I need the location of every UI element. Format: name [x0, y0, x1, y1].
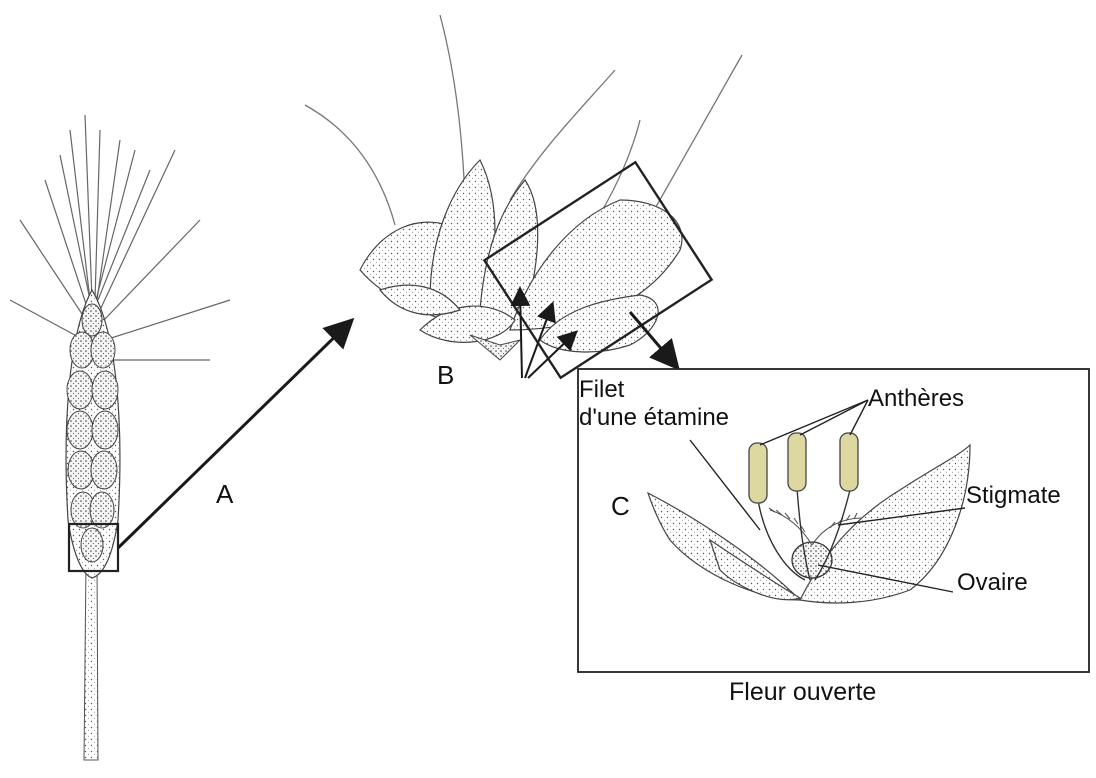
- anther-right: [840, 433, 858, 491]
- anther-middle: [788, 433, 806, 491]
- label-ovaire: Ovaire: [957, 570, 1028, 595]
- label-b: B: [437, 362, 454, 389]
- caption-open-flower: Fleur ouverte: [729, 679, 876, 705]
- arrow-a-to-b: [118, 322, 350, 548]
- spikelet: [305, 15, 742, 378]
- label-filet-line1: Filet: [579, 377, 624, 402]
- label-a: A: [216, 481, 233, 508]
- label-c: C: [611, 493, 630, 520]
- label-antheres: Anthères: [868, 386, 964, 411]
- anther-left: [749, 443, 767, 503]
- label-filet-line2: d'une étamine: [579, 405, 729, 430]
- wheat-ear: [10, 115, 230, 760]
- label-stigmate: Stigmate: [966, 483, 1061, 508]
